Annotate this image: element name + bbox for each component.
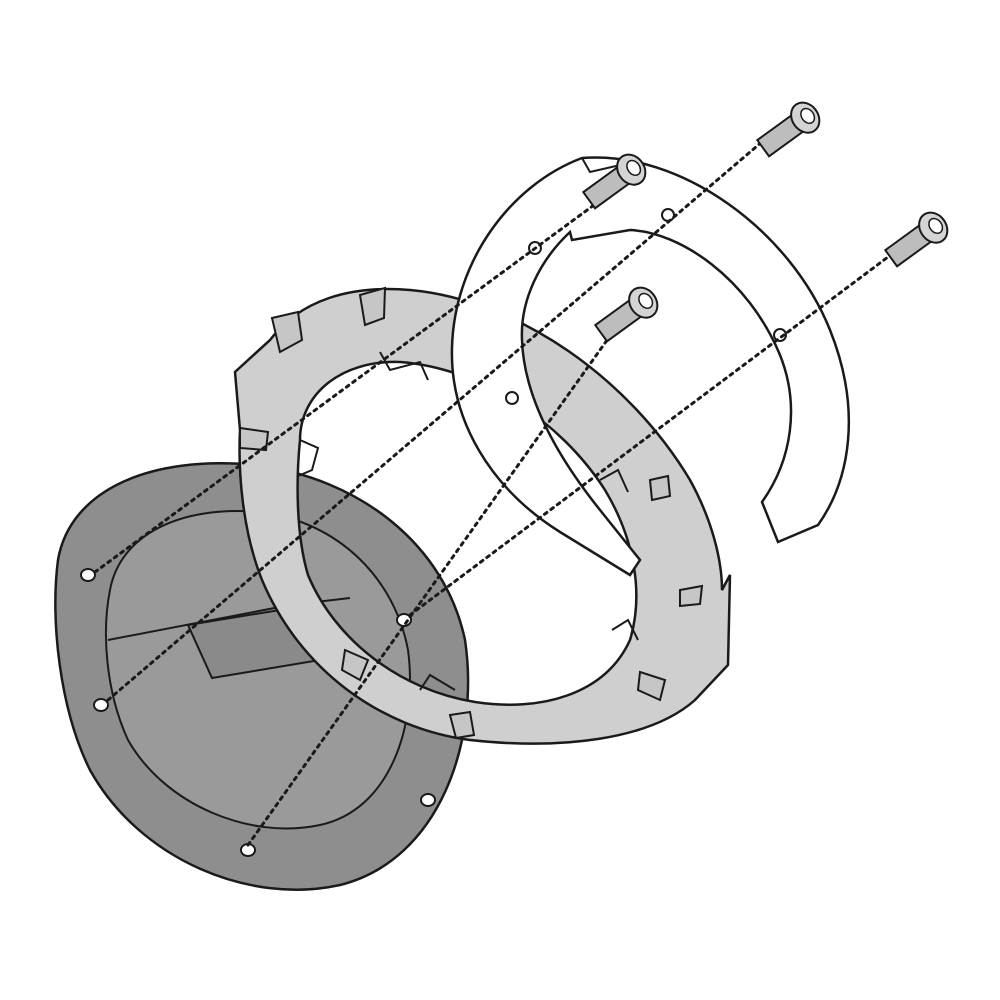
plate-hole-3 — [773, 328, 787, 342]
gray-ring-lug-7 — [636, 670, 667, 702]
white-ring — [450, 156, 851, 577]
gray-ring-lug-8 — [448, 710, 476, 740]
gray-ring — [233, 286, 732, 745]
cap-hole-2 — [93, 698, 109, 712]
gray-ring-lug-2 — [358, 286, 387, 327]
cap-hole-1 — [80, 568, 96, 582]
alignment-line-1 — [93, 178, 630, 574]
gray-ring-notches — [297, 351, 639, 691]
cap-hole-4 — [420, 793, 436, 807]
alignment-lines — [93, 133, 902, 847]
bolt-1 — [581, 153, 647, 210]
plate-hole-4 — [505, 391, 519, 405]
alignment-line-2 — [106, 133, 772, 702]
tank-cap — [54, 462, 470, 891]
plate-hole-2 — [661, 208, 675, 222]
alignment-line-4 — [408, 246, 902, 617]
gray-ring-lug-1 — [270, 310, 304, 354]
gray-ring-lug-3 — [239, 426, 270, 452]
gray-ring-lug-6 — [340, 648, 370, 682]
alignment-line-3 — [246, 303, 634, 847]
gray-ring-body — [233, 287, 732, 745]
gray-ring-lug-5 — [679, 584, 704, 608]
bolt-2 — [755, 101, 821, 158]
bolts — [581, 101, 949, 343]
bolt-4 — [883, 211, 949, 268]
white-ring-body — [450, 156, 851, 577]
gray-ring-lug-4 — [648, 474, 672, 502]
bolt-3 — [593, 286, 659, 343]
